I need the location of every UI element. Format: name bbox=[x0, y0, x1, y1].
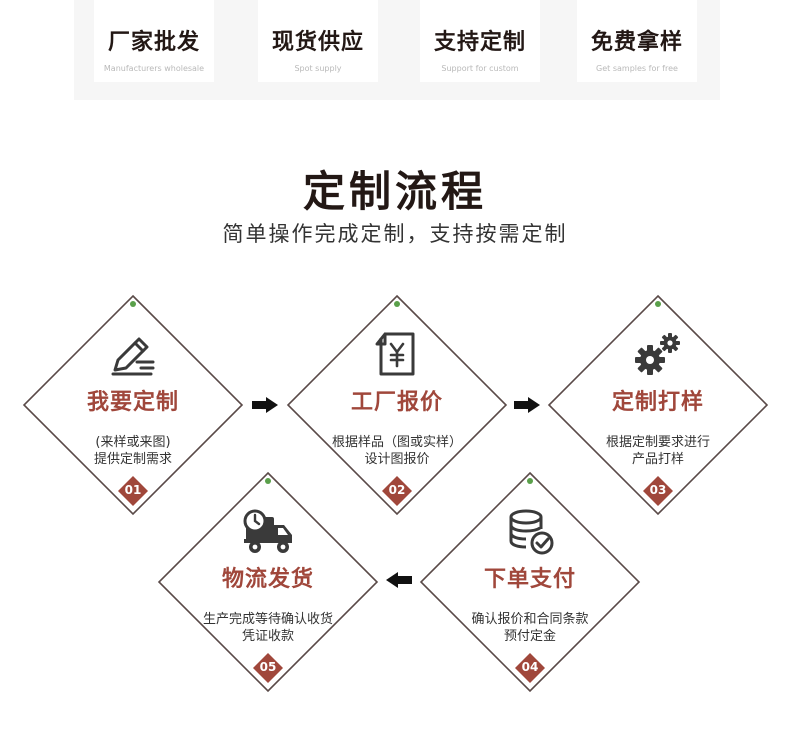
feature-title: 现货供应 bbox=[271, 30, 364, 55]
diamond-frame bbox=[547, 294, 769, 516]
diamond-frame bbox=[419, 471, 641, 693]
arrow-left-icon bbox=[386, 572, 412, 588]
diamond-frame bbox=[22, 294, 244, 516]
step-description-line: 提供定制需求 bbox=[93, 452, 172, 467]
yuan-document-icon bbox=[375, 332, 415, 376]
step-number: 01 bbox=[124, 483, 142, 497]
step-description-line: 根据样品（图或实样） bbox=[331, 435, 462, 450]
step-number-badge: 02 bbox=[382, 476, 412, 506]
step-number: 04 bbox=[521, 660, 539, 674]
step-description: 根据定制要求进行 产品打样 bbox=[543, 434, 773, 468]
step-description-line: 生产完成等待确认收货 bbox=[202, 612, 333, 627]
step-description-line: 预付定金 bbox=[503, 629, 556, 644]
step-logistics-delivery: 物流发货 生产完成等待确认收货 凭证收款 05 bbox=[153, 467, 383, 697]
step-number-badge: 03 bbox=[643, 476, 673, 506]
feature-subtitle: Spot supply bbox=[294, 64, 342, 73]
feature-subtitle: Get samples for free bbox=[596, 64, 678, 73]
feature-spot-supply: 现货供应 Spot supply bbox=[258, 0, 378, 82]
step-title: 物流发货 bbox=[221, 567, 314, 592]
step-title: 定制打样 bbox=[611, 390, 704, 415]
step-description-line: 确认报价和合同条款 bbox=[471, 612, 589, 627]
diamond-frame bbox=[157, 471, 379, 693]
step-title: 下单支付 bbox=[483, 567, 576, 592]
feature-subtitle: Manufacturers wholesale bbox=[103, 64, 205, 73]
diamond-frame bbox=[286, 294, 508, 516]
step-description-line: (来样或来图) bbox=[95, 435, 171, 450]
feature-title: 支持定制 bbox=[433, 30, 526, 55]
step-title: 我要定制 bbox=[86, 390, 179, 415]
step-description: 根据样品（图或实样） 设计图报价 bbox=[282, 434, 512, 468]
step-description-line: 产品打样 bbox=[631, 452, 684, 467]
feature-strip: 厂家批发 Manufacturers wholesale 现货供应 Spot s… bbox=[74, 0, 720, 100]
step-number: 02 bbox=[388, 483, 406, 497]
step-number-badge: 04 bbox=[515, 653, 545, 683]
step-description-line: 根据定制要求进行 bbox=[605, 435, 710, 450]
step-description: 确认报价和合同条款 预付定金 bbox=[415, 611, 645, 645]
arrow-right-icon bbox=[514, 397, 540, 413]
step-description-line: 凭证收款 bbox=[241, 629, 294, 644]
page-subtitle: 简单操作完成定制，支持按需定制 bbox=[222, 222, 568, 246]
feature-subtitle: Support for custom bbox=[441, 64, 519, 73]
page-title: 定制流程 bbox=[302, 167, 487, 216]
gears-icon bbox=[635, 333, 680, 375]
feature-wholesale: 厂家批发 Manufacturers wholesale bbox=[94, 0, 214, 82]
coins-check-icon bbox=[509, 509, 554, 555]
step-description: (来样或来图) 提供定制需求 bbox=[18, 434, 248, 468]
step-number-badge: 01 bbox=[118, 476, 148, 506]
delivery-truck-icon bbox=[243, 509, 292, 553]
step-description-line: 设计图报价 bbox=[364, 452, 430, 467]
step-sampling: 定制打样 根据定制要求进行 产品打样 03 bbox=[543, 290, 773, 520]
feature-title: 厂家批发 bbox=[107, 30, 200, 55]
pen-edit-icon bbox=[111, 337, 155, 376]
step-description: 生产完成等待确认收货 凭证收款 bbox=[153, 611, 383, 645]
step-order-payment: 下单支付 确认报价和合同条款 预付定金 04 bbox=[415, 467, 645, 697]
step-factory-quote: 工厂报价 根据样品（图或实样） 设计图报价 02 bbox=[282, 290, 512, 520]
feature-free-samples: 免费拿样 Get samples for free bbox=[577, 0, 697, 82]
step-number: 05 bbox=[259, 660, 277, 674]
step-number-badge: 05 bbox=[253, 653, 283, 683]
arrow-right-icon bbox=[252, 397, 278, 413]
feature-custom: 支持定制 Support for custom bbox=[420, 0, 540, 82]
step-title: 工厂报价 bbox=[350, 390, 443, 415]
feature-title: 免费拿样 bbox=[590, 30, 683, 55]
step-custom-request: 我要定制 (来样或来图) 提供定制需求 01 bbox=[18, 290, 248, 520]
step-number: 03 bbox=[649, 483, 667, 497]
